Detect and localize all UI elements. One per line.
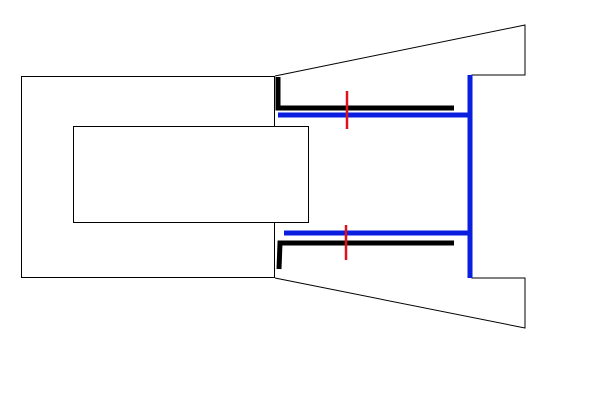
upper-black-bracket [275, 77, 454, 111]
lower-black-bracket [276, 240, 454, 270]
right-tapered-outline [274, 24, 526, 329]
inner-block [73, 126, 309, 223]
